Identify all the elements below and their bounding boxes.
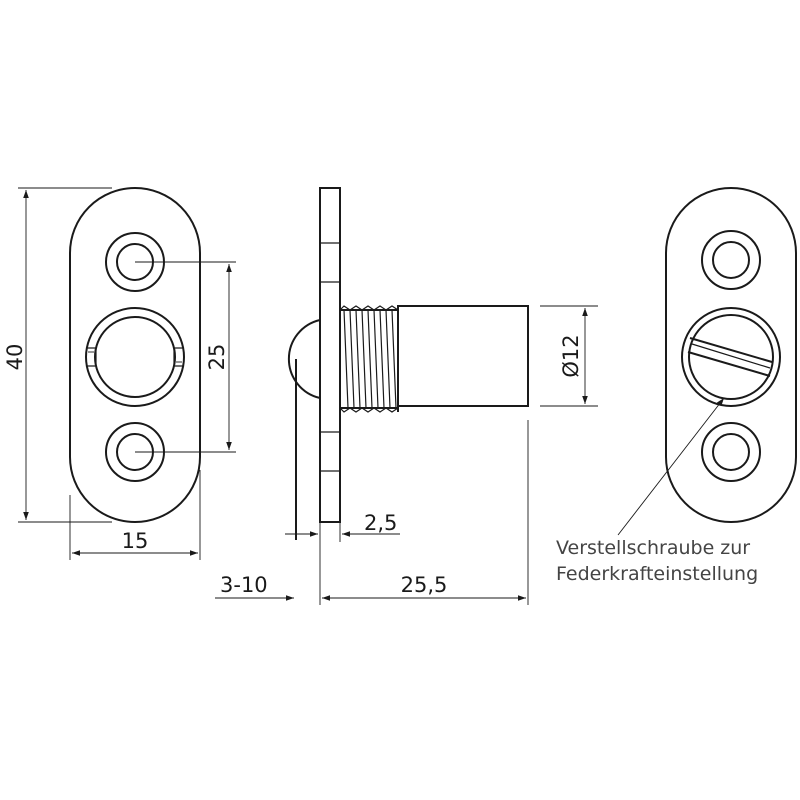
back-top-hole-outer: [701, 230, 761, 290]
annotation-leader: [617, 397, 725, 536]
dim-2-5-label: 2,5: [364, 511, 397, 535]
back-top-hole-inner: [712, 241, 750, 279]
back-screw-outer: [681, 307, 781, 407]
front-sleeve-slot-right: [173, 347, 184, 367]
annotation-line-1: Verstellschraube zur: [556, 537, 750, 559]
back-view: [617, 187, 797, 536]
dim-25-5-label: 25,5: [401, 573, 448, 597]
dim-40-label: 40: [3, 344, 27, 371]
back-bottom-hole-outer: [701, 422, 761, 482]
side-thread: [339, 305, 399, 413]
back-plate-outline: [665, 187, 797, 523]
dim-25-label: 25: [205, 344, 229, 371]
front-sleeve-slot-left: [86, 347, 97, 367]
dim-15-label: 15: [122, 529, 149, 553]
front-view: 40 25 15: [3, 187, 236, 560]
front-center-bore-outer: [85, 307, 185, 407]
side-view: Ø12 2,5 3-10 25,5: [215, 187, 598, 605]
annotation-line-2: Federkrafteinstellung: [556, 563, 758, 585]
back-screw-inner: [688, 314, 774, 400]
dim-3-10-label: 3-10: [220, 573, 268, 597]
front-center-bore-inner: [94, 316, 176, 398]
side-body: [397, 305, 529, 407]
back-screw-slot-detail: [691, 343, 771, 369]
dim-d12-label: Ø12: [559, 334, 583, 377]
back-bottom-hole-inner: [712, 433, 750, 471]
front-plate-outline: [69, 187, 201, 523]
side-ball: [287, 319, 321, 399]
back-screw-slot: [687, 337, 773, 377]
side-flange: [319, 187, 341, 523]
